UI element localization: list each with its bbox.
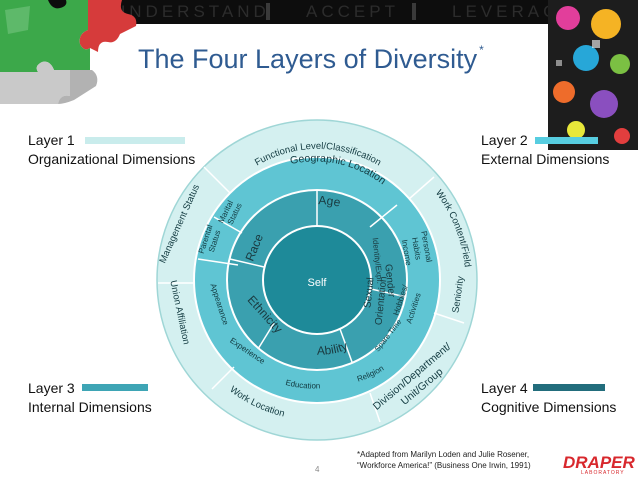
collage-decoration [548,0,638,150]
title-footnote-mark: * [479,43,484,57]
legend-layer-4-description: Cognitive Dimensions [481,398,616,417]
draper-logo: DRAPER LABORATORY [563,453,635,477]
diversity-wheel: Self Age Race Ethnicity Ability Identity… [154,117,480,443]
page-number: 4 [315,465,319,474]
legend-layer-4-swatch [533,384,605,391]
center-label: Self [308,277,328,289]
footnote-line-2: “Workforce America!” (Business One Irwin… [357,460,531,471]
legend-layer-3-swatch [82,384,148,391]
banner-separator [266,3,270,20]
banner-word-accept: ACCEPT [306,2,399,22]
footnote: *Adapted from Marilyn Loden and Julie Ro… [357,449,531,471]
legend-layer-2-description: External Dimensions [481,150,609,169]
page-title: The Four Layers of Diversity [138,44,477,74]
puzzle-decoration [0,0,140,110]
legend-layer-3-description: Internal Dimensions [28,398,152,417]
banner-separator [412,3,416,20]
legend-layer-2-swatch [535,137,598,144]
ring-label-age: Age [318,193,342,210]
footnote-line-1: *Adapted from Marilyn Loden and Julie Ro… [357,449,531,460]
page-title-container: The Four Layers of Diversity* [138,44,518,84]
logo-subtitle: LABORATORY [581,470,625,476]
